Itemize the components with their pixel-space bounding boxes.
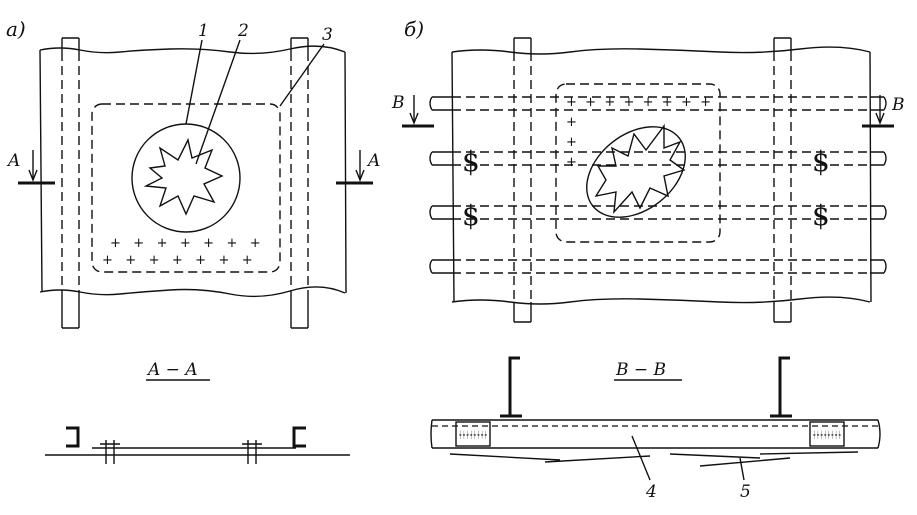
panel-b-label: б) [404,17,424,41]
section-a-title: A − A [146,360,198,380]
panel-b-clamp-left-2: $ [462,199,480,232]
panel-b-left-stiffener [513,37,532,323]
panel-a-label: а) [6,17,26,41]
panel-a-right-stiffener [290,37,309,329]
panel-b-damage-hole [594,123,686,215]
section-b-rivets-left: + + + + + + + + [459,428,487,443]
panel-b-patch-outline [555,83,721,243]
callout-1: 1 [198,21,209,41]
panel-a: а) [6,17,380,464]
panel-a-left-stiffener [61,37,80,329]
panel-b-stringer-3 [429,205,887,220]
panel-b-clamp-left-1: $ [462,145,480,178]
panel-b-stringer-1 [429,96,887,111]
panel-b-section-marker-left: B [391,93,434,128]
svg-text:B: B [391,93,405,113]
svg-text:A: A [6,151,20,171]
panel-a-rivet-row-2: + + + + + + + [102,253,253,268]
panel-a-patch-outline [91,103,281,273]
panel-b-sheet-left-edge [451,51,455,303]
panel-b-stringer-2 [429,151,887,166]
panel-b-rivet-left-3: + [566,155,577,170]
svg-text:B: B [891,95,905,115]
panel-b-sheet-top-edge [451,46,871,55]
callout-4: 4 [645,482,657,502]
panel-b-right-stiffener [773,37,792,323]
panel-a-sheet-top-edge [39,45,346,55]
section-b-rivets-right: + + + + + + + + [813,428,841,443]
callout-4-leader [631,435,651,481]
callout-5-leader [739,457,745,481]
section-b-profile: + + + + + + + + + + + + + + + + [430,356,881,467]
panel-b-section-marker-right: B [862,95,905,128]
panel-b-clamp-right-1: $ [812,145,830,178]
callout-3: 3 [322,25,333,45]
panel-a-section-marker-right: A [336,150,380,185]
panel-a-sheet-bottom-edge [39,286,346,298]
panel-b-sheet-right-edge [869,51,872,303]
callout-2-leader [195,39,241,165]
section-a-profile [45,426,350,464]
panel-b: б) [391,17,905,502]
svg-text:A: A [366,151,380,171]
callout-3-leader [279,43,325,107]
section-b-title: B − B [615,360,666,380]
panel-b-rivet-left-1: + [566,115,577,130]
panel-b-rivet-row-top: + + + + + + + + [566,95,711,110]
panel-a-section-marker-left: A [6,150,55,185]
callout-5: 5 [740,482,751,502]
panel-b-rivet-left-2: + [566,135,577,150]
panel-a-circular-cutout [131,123,241,233]
panel-b-clamp-right-2: $ [812,199,830,232]
panel-a-sheet-right-edge [344,51,347,294]
panel-b-elliptical-cutout [586,126,686,218]
panel-a-sheet-left-edge [39,49,43,293]
callout-2: 2 [237,21,249,41]
callout-1-leader [185,39,203,125]
panel-a-rivet-row-1: + + + + + + + [110,236,261,251]
panel-b-stringer-4 [429,259,887,274]
panel-a-damage-hole [143,137,224,216]
panel-b-sheet-bottom-edge [451,296,871,305]
